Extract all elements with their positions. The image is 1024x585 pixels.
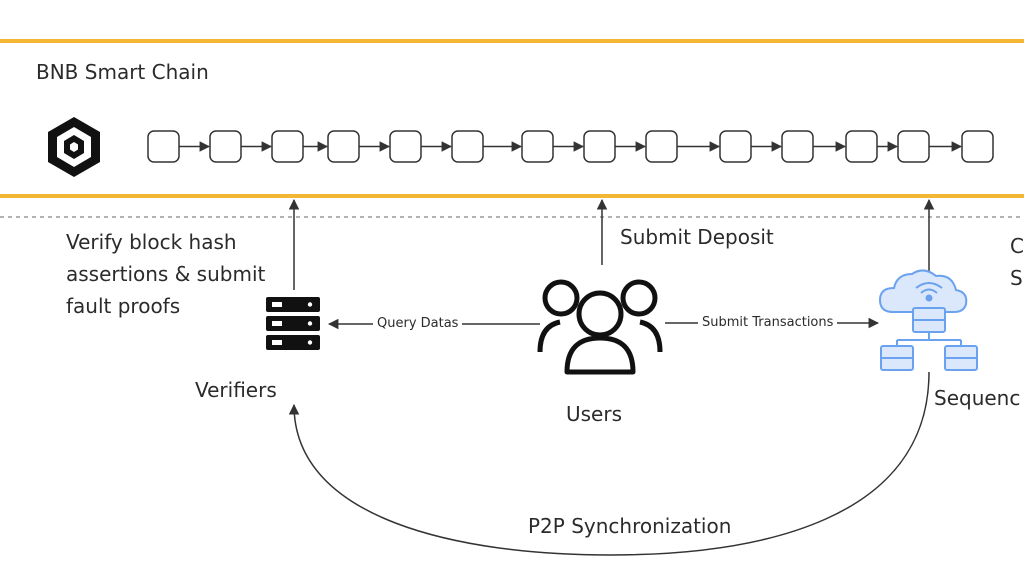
block: [521, 130, 554, 163]
block: [209, 130, 242, 163]
block: [845, 130, 878, 163]
users-label: Users: [566, 402, 623, 426]
block: [327, 130, 360, 163]
block: [451, 130, 484, 163]
query-datas-label: Query Datas: [373, 316, 463, 331]
cloud-network-icon: [878, 269, 978, 371]
sequencer-side-text: C T S a: [1010, 234, 1024, 290]
block: [897, 130, 930, 163]
chain-title: BNB Smart Chain: [36, 60, 209, 84]
block-chain: [147, 130, 994, 163]
block: [645, 130, 678, 163]
block: [271, 130, 304, 163]
user-group-icon: [537, 279, 663, 375]
verifiers-label: Verifiers: [195, 378, 277, 402]
block: [389, 130, 422, 163]
sequencer-label: Sequenc: [934, 386, 1021, 410]
submit-deposit-label: Submit Deposit: [620, 225, 774, 249]
bnb-logo-icon: [48, 117, 100, 177]
block: [147, 130, 180, 163]
server-stack-icon: [266, 297, 320, 350]
block: [781, 130, 814, 163]
block: [583, 130, 616, 163]
verify-assertions-label: Verify block hash assertions & submit fa…: [66, 230, 266, 318]
block: [719, 130, 752, 163]
p2p-sync-label: P2P Synchronization: [528, 514, 732, 538]
p2p-sync-curve: [288, 371, 930, 556]
block: [961, 130, 994, 163]
submit-transactions-label: Submit Transactions: [698, 315, 838, 330]
